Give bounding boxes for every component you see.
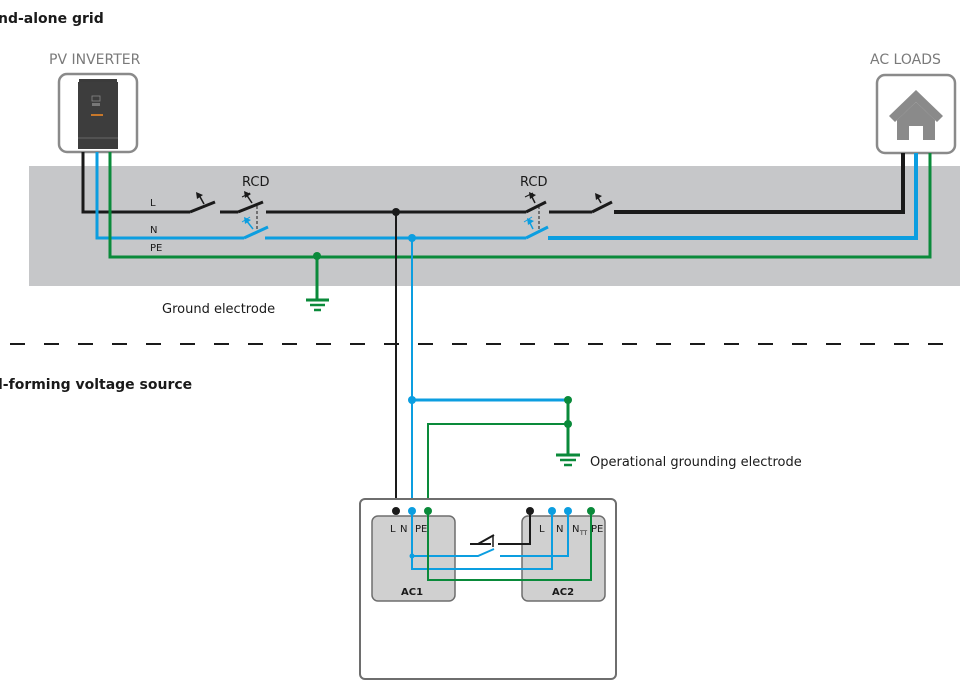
conductor-label-n: N xyxy=(150,225,157,236)
ac1-terminal-n: N xyxy=(400,524,407,535)
pv-inverter xyxy=(57,72,139,154)
ac-loads-label: AC LOADS xyxy=(870,52,941,68)
ac2-label: AC2 xyxy=(552,587,574,598)
wire-l-pv-inverter xyxy=(81,152,190,214)
ac1-terminal-pe: PE xyxy=(415,524,427,535)
ac2-terminal-block: L N N TT PE AC2 xyxy=(521,515,606,602)
conductor-label-l: L xyxy=(150,198,156,209)
rcd-right-label: RCD xyxy=(520,175,547,190)
distribution-panel xyxy=(29,166,960,286)
operational-ground: Operational grounding electrode xyxy=(408,396,802,470)
rcd-left: RCD xyxy=(237,175,269,240)
rcd-left-label: RCD xyxy=(242,175,269,190)
internal-wiring xyxy=(392,507,595,581)
ac2-terminal-pe: PE xyxy=(591,524,603,535)
wire-n-loads xyxy=(548,153,918,240)
ac1-terminal-block: L N PE AC1 xyxy=(371,515,456,602)
section-title-grid-forming-source: l-forming voltage source xyxy=(0,377,192,393)
wire-pe-main xyxy=(108,152,932,259)
wire-n-pv-inverter xyxy=(95,152,244,240)
operational-ground-label: Operational grounding electrode xyxy=(590,455,802,470)
ground-electrode-label: Ground electrode xyxy=(162,302,275,317)
pv-inverter-label: PV INVERTER xyxy=(49,52,141,68)
inverter-icon xyxy=(78,79,118,149)
ac2-terminal-ntt: N xyxy=(572,524,579,535)
ac2-terminal-n: N xyxy=(556,524,563,535)
ac1-terminal-l: L xyxy=(390,524,396,535)
rcd-right: RCD xyxy=(520,175,549,240)
wire-pe-to-unit xyxy=(427,423,568,511)
section-title-standalone-grid: nd-alone grid xyxy=(0,11,104,27)
switch-l-1 xyxy=(189,192,216,214)
house-icon xyxy=(889,90,943,140)
ac1-label: AC1 xyxy=(401,587,423,598)
ac-loads xyxy=(875,73,957,155)
ac2-terminal-l: L xyxy=(539,524,545,535)
wire-l-loads xyxy=(614,153,905,214)
conductor-label-pe: PE xyxy=(150,243,162,254)
ground-electrode: Ground electrode xyxy=(162,252,329,317)
switch-l-2 xyxy=(591,193,613,214)
ac2-terminal-ntt-subscript: TT xyxy=(579,530,588,537)
